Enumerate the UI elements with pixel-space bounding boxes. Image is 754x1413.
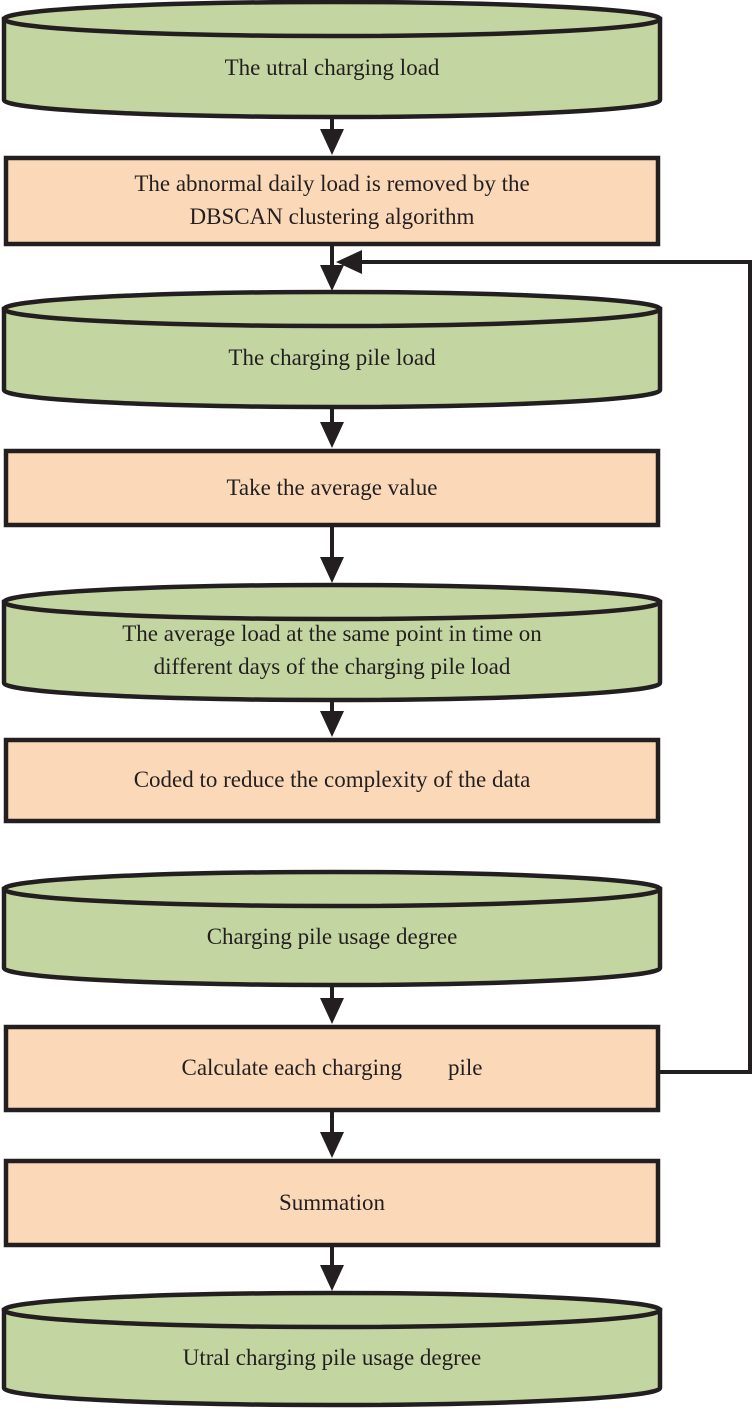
flow-arrow	[320, 697, 344, 737]
flow-arrow	[320, 525, 344, 583]
flow-arrow	[320, 1110, 344, 1158]
flow-arrow	[320, 983, 344, 1024]
node-utral-charging-load	[1, 0, 663, 120]
node-summation	[3, 1158, 661, 1248]
node-dbscan-removal	[3, 155, 661, 247]
flow-arrow	[320, 1245, 344, 1291]
node-take-average	[3, 448, 661, 528]
node-coded-reduce-complexity	[3, 737, 661, 824]
node-average-load-same-point	[1, 582, 663, 703]
node-utral-pile-usage-degree	[1, 1290, 663, 1408]
node-charging-pile-usage-degree	[1, 869, 663, 988]
feedback-arrow	[336, 250, 752, 1074]
flow-arrow	[320, 405, 344, 448]
flow-arrow	[320, 115, 344, 155]
flow-arrow	[320, 244, 344, 291]
node-charging-pile-load	[1, 289, 663, 410]
node-calculate-each-pile	[3, 1024, 661, 1113]
